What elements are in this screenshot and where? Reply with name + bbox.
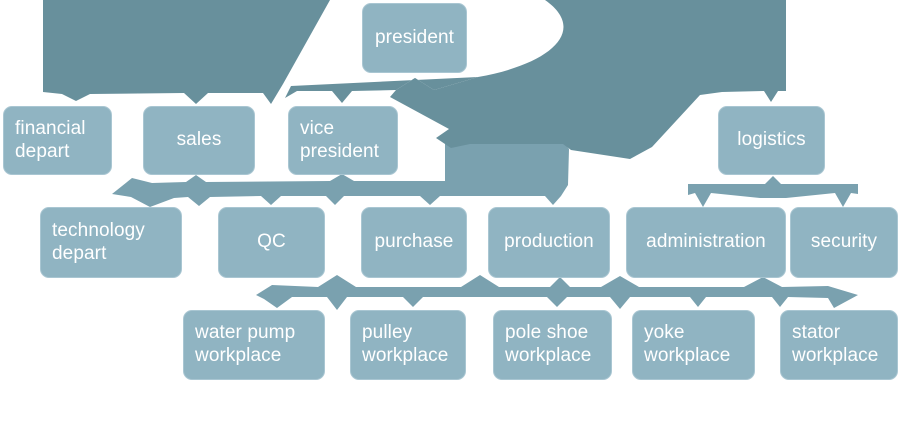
org-node-sales[interactable]: sales	[143, 106, 255, 175]
org-node-label: pulley	[362, 322, 413, 344]
org-node-label: stator	[792, 322, 841, 344]
org-node-purchase[interactable]: purchase	[361, 207, 467, 278]
connector-president-right	[390, 0, 786, 159]
org-node-label: financial	[15, 117, 86, 139]
org-node-production[interactable]: production	[488, 207, 610, 278]
org-node-label: administration	[646, 231, 766, 253]
org-node-administration[interactable]: administration	[626, 207, 786, 278]
org-node-logistics[interactable]: logistics	[718, 106, 825, 175]
org-node-label: president	[374, 26, 455, 48]
org-node-label: sales	[176, 129, 222, 151]
org-node-label: pole shoe	[505, 322, 589, 344]
connector-president-left	[43, 0, 330, 104]
org-node-label: workplace	[644, 345, 731, 366]
org-node-president[interactable]: president	[362, 3, 467, 73]
connector-president-strip	[285, 77, 478, 103]
connector-band-row2-row3	[112, 142, 569, 207]
org-node-label: logistics	[737, 129, 806, 151]
org-node-security[interactable]: security	[790, 207, 898, 278]
org-node-label: technology	[52, 219, 145, 241]
org-node-label: purchase	[374, 231, 454, 253]
org-node-label: yoke	[644, 322, 685, 344]
org-node-label: vice	[300, 117, 335, 139]
org-node-label: water pump	[195, 322, 296, 344]
org-node-label: depart	[15, 140, 70, 162]
org-node-label: workplace	[505, 345, 592, 366]
org-node-label: production	[504, 231, 594, 253]
connector-band-row3-row4	[256, 275, 858, 310]
org-node-qc[interactable]: QC	[218, 207, 325, 278]
org-node-label: security	[810, 231, 878, 253]
org-node-label: workplace	[362, 345, 449, 366]
org-node-label: depart	[52, 242, 107, 264]
org-node-label: president	[300, 140, 380, 162]
org-node-label: workplace	[792, 345, 879, 366]
connector-band-logistics	[688, 176, 858, 207]
org-node-label: QC	[257, 231, 286, 253]
org-node-label: workplace	[195, 345, 282, 366]
